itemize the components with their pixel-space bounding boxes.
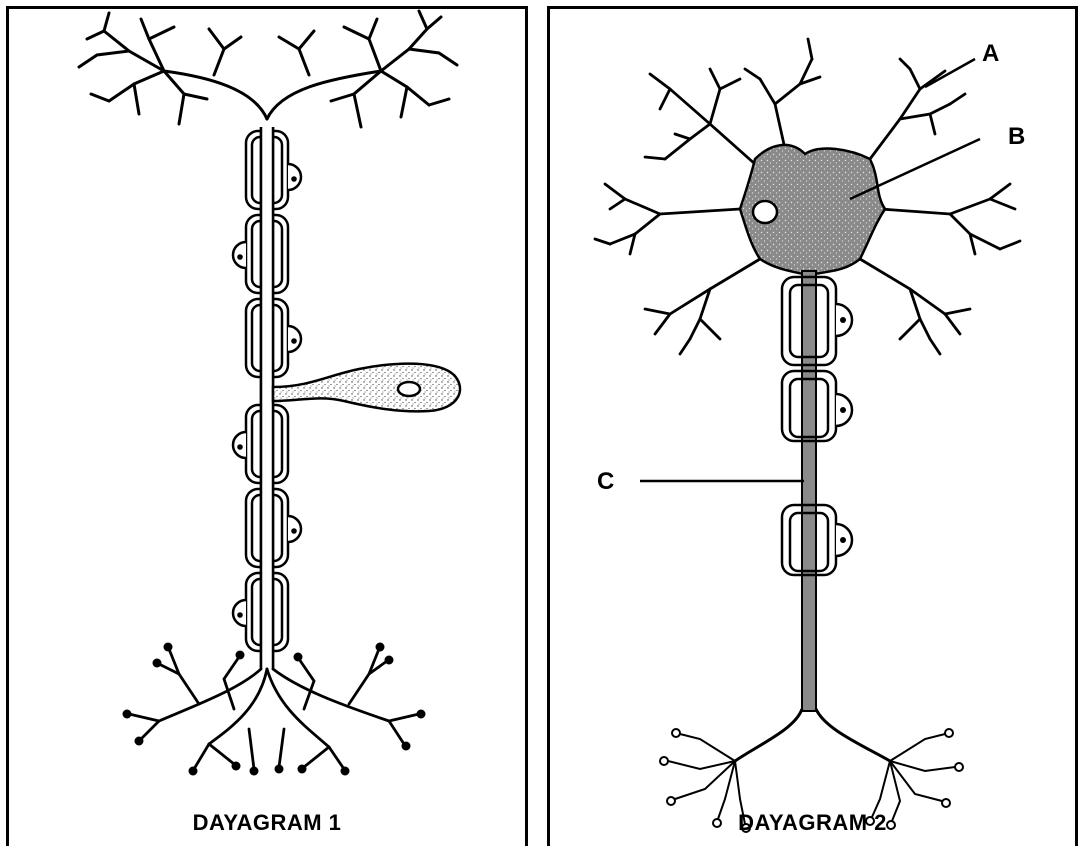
label-a: A <box>982 40 999 67</box>
diagram-2-panel: A B C DAYAGRAM 2 <box>547 6 1078 846</box>
axon <box>735 271 890 761</box>
schwann-cell-nuclei <box>836 304 852 556</box>
label-b: B <box>1008 123 1025 150</box>
top-dendrites <box>79 11 457 127</box>
nucleus <box>753 201 777 223</box>
sensory-neuron-illustration <box>9 9 525 844</box>
cell-body <box>273 364 460 412</box>
diagram-1-panel: DAYAGRAM 1 <box>6 6 528 846</box>
diagram-1-caption: DAYAGRAM 1 <box>9 810 525 836</box>
diagram-2-caption: DAYAGRAM 2 <box>550 810 1075 836</box>
motor-neuron-illustration: A B C <box>550 9 1075 844</box>
nucleus <box>398 382 420 396</box>
label-c: C <box>597 468 614 495</box>
